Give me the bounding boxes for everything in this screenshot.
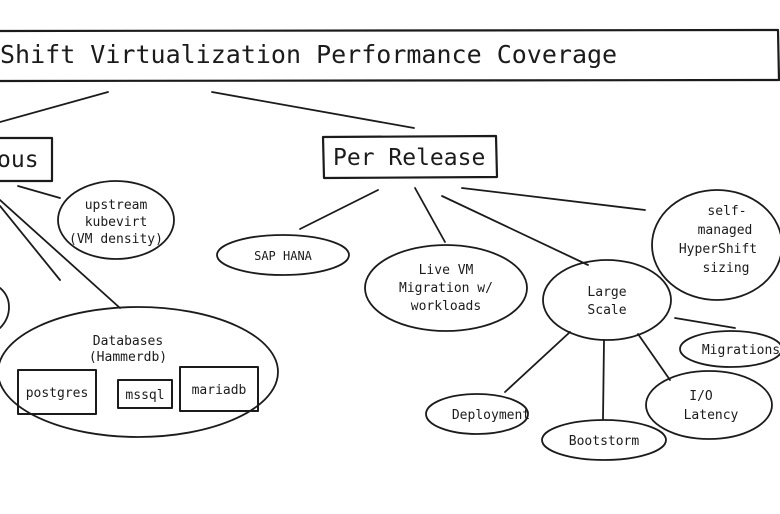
connector-bootstorm — [602, 339, 605, 421]
connector-left-upstream — [17, 185, 61, 199]
node-sap-hana: SAP HANA — [216, 234, 350, 276]
large-scale-line-2: Scale — [587, 303, 626, 318]
upstream-line-3: (VM density) — [69, 232, 163, 247]
per-release-box: Per Release — [321, 134, 499, 180]
connector-title-per-release — [211, 91, 415, 129]
connector-sap — [299, 189, 379, 230]
databases-line-2: (Hammerdb) — [89, 350, 167, 365]
io-latency-line-1: I/O — [689, 389, 713, 404]
connector-deployment — [504, 331, 571, 393]
connector-live-vm — [414, 187, 446, 243]
node-deployment: Deployment — [425, 393, 530, 435]
migrations-label: Migrations — [702, 343, 780, 358]
postgres-box — [17, 369, 97, 415]
connector-self-managed — [461, 187, 646, 211]
self-managed-line-2: managed — [698, 223, 753, 238]
deployment-label: Deployment — [452, 408, 530, 423]
connector-left-databases — [0, 199, 121, 309]
upstream-line-1: upstream — [85, 198, 148, 213]
title-box: Shift Virtualization Performance Coverag… — [0, 28, 780, 83]
postgres-label: postgres — [26, 386, 89, 401]
sap-label: SAP HANA — [254, 249, 313, 263]
left-category-box: ous — [0, 136, 54, 183]
large-scale-line-1: Large — [587, 285, 626, 300]
databases-line-1: Databases — [93, 334, 163, 349]
per-release-label: Per Release — [333, 145, 485, 171]
title-text: Shift Virtualization Performance Coverag… — [0, 40, 617, 69]
mssql-box — [117, 379, 173, 409]
mariadb-box — [179, 366, 259, 412]
self-managed-line-1: self- — [707, 204, 746, 219]
upstream-line-2: kubevirt — [85, 215, 148, 230]
live-vm-line-1: Live VM — [419, 263, 474, 278]
node-databases: Databases (Hammerdb) postgres mssql mari… — [0, 306, 279, 438]
node-self-managed-hypershift: self- managed HyperShift sizing — [651, 189, 780, 301]
connector-title-left — [0, 91, 109, 123]
node-large-scale: Large Scale — [542, 259, 672, 341]
live-vm-line-2: Migration w/ — [399, 281, 493, 296]
connector-io-latency — [637, 333, 671, 381]
mssql-label: mssql — [125, 388, 164, 403]
connector-migrations — [674, 317, 736, 329]
bootstorm-label: Bootstorm — [569, 434, 640, 449]
offscreen-node — [0, 287, 10, 329]
node-live-vm-migration: Live VM Migration w/ workloads — [364, 244, 528, 332]
connector-large-scale — [441, 195, 589, 266]
node-upstream-kubevirt: upstream kubevirt (VM density) — [57, 180, 175, 260]
self-managed-line-3: HyperShift — [679, 242, 757, 257]
node-io-latency: I/O Latency — [645, 370, 773, 440]
connector-left-offscreen — [0, 205, 61, 281]
live-vm-line-3: workloads — [411, 299, 481, 314]
node-bootstorm: Bootstorm — [541, 419, 667, 461]
node-migrations: Migrations — [679, 330, 780, 368]
self-managed-line-4: sizing — [703, 261, 750, 276]
io-latency-line-2: Latency — [684, 408, 739, 423]
left-category-label: ous — [0, 147, 39, 173]
mariadb-label: mariadb — [192, 383, 247, 398]
